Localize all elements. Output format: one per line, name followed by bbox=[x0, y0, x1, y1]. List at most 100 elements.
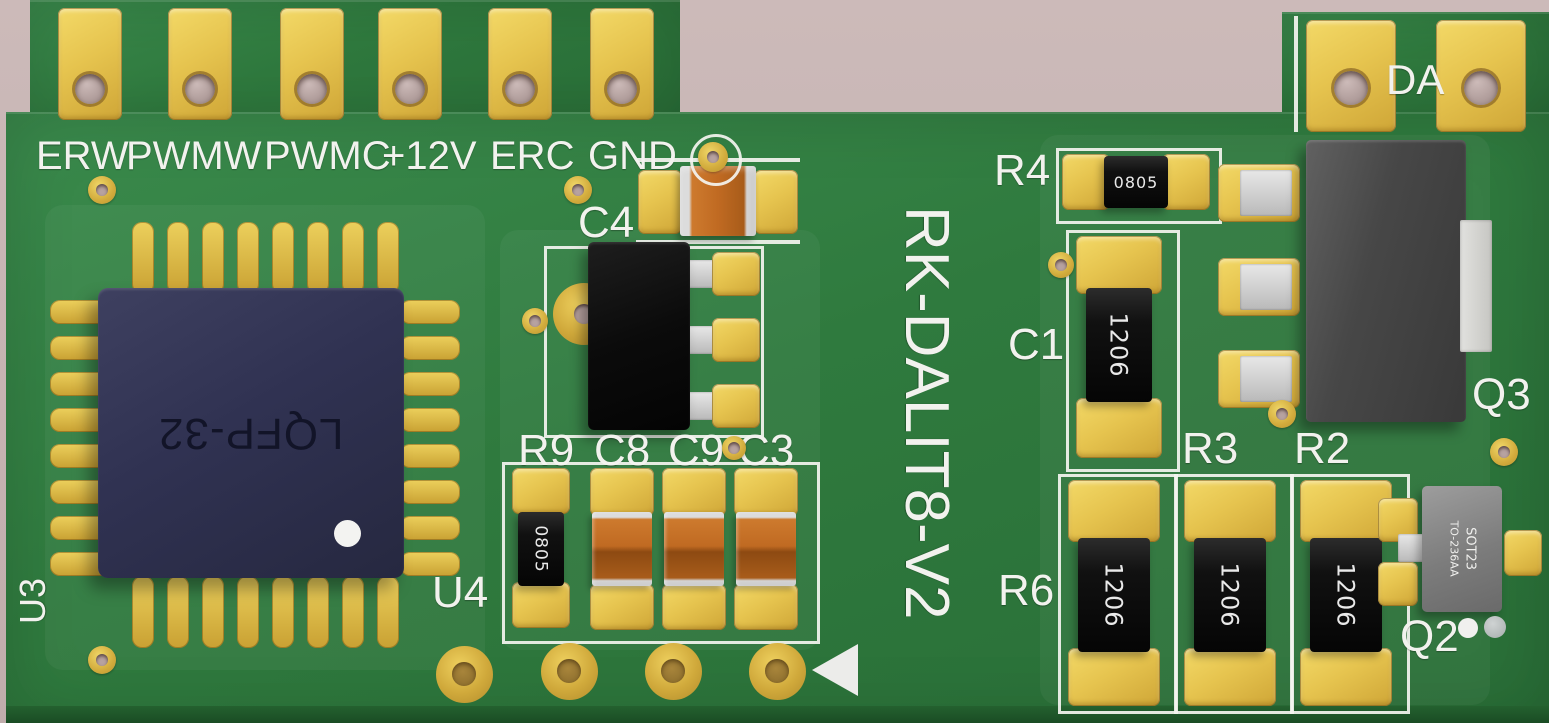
via bbox=[1490, 438, 1518, 466]
q3-body bbox=[1306, 140, 1466, 422]
pad-center bbox=[452, 662, 476, 686]
pad-hole bbox=[75, 74, 105, 104]
connector-pad-erc bbox=[488, 8, 552, 120]
da-pad bbox=[1306, 20, 1396, 132]
u3-pad bbox=[400, 552, 460, 576]
u3-ref-label: U3 bbox=[12, 577, 53, 624]
caps-silk-outline bbox=[502, 462, 820, 644]
q2-body: SOT23 TO-236AA bbox=[1422, 486, 1502, 612]
pad-hole bbox=[1334, 71, 1368, 105]
u4-pad bbox=[712, 384, 760, 428]
q2-pad bbox=[1378, 562, 1418, 606]
u3-pin bbox=[272, 222, 294, 294]
u3-package-label: LQFP-32 bbox=[158, 409, 344, 458]
u3-pin bbox=[202, 222, 224, 294]
via-hole bbox=[96, 184, 108, 196]
u3-pad bbox=[400, 444, 460, 468]
c9-ref-label: C9 bbox=[668, 426, 725, 475]
q2-pad bbox=[1504, 530, 1542, 576]
connector-pad-pwmw bbox=[168, 8, 232, 120]
c9-body bbox=[664, 512, 724, 586]
u3-pin bbox=[202, 576, 224, 648]
r3-pad bbox=[1184, 648, 1276, 706]
u3-pin bbox=[167, 222, 189, 294]
u3-pad bbox=[400, 372, 460, 396]
silk-label-erc: ERC bbox=[490, 134, 575, 178]
via-hole bbox=[572, 184, 584, 196]
r2-pad bbox=[1300, 480, 1392, 542]
via bbox=[722, 436, 746, 460]
u3-pin bbox=[342, 222, 364, 294]
da-silk-line bbox=[1294, 16, 1298, 132]
u3-pin bbox=[132, 576, 154, 648]
r3-body: 1206 bbox=[1194, 538, 1266, 652]
pad-hole bbox=[395, 74, 425, 104]
silk-label-pwmw: PWMW bbox=[126, 134, 262, 178]
pad-center bbox=[765, 659, 789, 683]
c1-ref-label: C1 bbox=[1008, 320, 1065, 369]
r9-pad bbox=[512, 582, 570, 628]
fiducial-pad bbox=[541, 643, 598, 700]
test-dot-white bbox=[1458, 618, 1478, 638]
silk-arrow-marker bbox=[812, 644, 858, 696]
pad-hole bbox=[297, 74, 327, 104]
c3-ref-label: C3 bbox=[738, 426, 795, 475]
r4-pad bbox=[1062, 154, 1110, 210]
fiducial-pad bbox=[749, 643, 806, 700]
pad-hole bbox=[607, 74, 637, 104]
q3-tab bbox=[1460, 220, 1492, 352]
q2-marking-line2: TO-236AA bbox=[1447, 520, 1461, 578]
pad-hole bbox=[1464, 71, 1498, 105]
via bbox=[88, 176, 116, 204]
r2-ref-label: R2 bbox=[1294, 424, 1351, 473]
r6-pad bbox=[1068, 648, 1160, 706]
c1-pad bbox=[1076, 236, 1162, 294]
c3-body bbox=[736, 512, 796, 586]
via bbox=[88, 646, 116, 674]
c9-pad bbox=[662, 584, 726, 630]
r9-body: 0805 bbox=[518, 512, 564, 586]
r2-pad bbox=[1300, 648, 1392, 706]
via-hole bbox=[728, 442, 740, 454]
via-hole bbox=[529, 315, 541, 327]
via-hole bbox=[707, 151, 719, 163]
q3-lead bbox=[1240, 264, 1292, 310]
board-tab-left bbox=[30, 0, 680, 118]
u3-pin bbox=[167, 576, 189, 648]
c8-body bbox=[592, 512, 652, 586]
fiducial-pad bbox=[645, 643, 702, 700]
q3-lead bbox=[1240, 356, 1292, 402]
via-hole bbox=[96, 654, 108, 666]
u3-pin bbox=[377, 222, 399, 294]
u4-pad bbox=[712, 318, 760, 362]
via-hole bbox=[1276, 408, 1288, 420]
via bbox=[522, 308, 548, 334]
r4-pad bbox=[1162, 154, 1210, 210]
u3-pad bbox=[400, 408, 460, 432]
u3-pad bbox=[400, 516, 460, 540]
silk-label-pwmc: PWMC bbox=[264, 134, 391, 178]
r3-pad bbox=[1184, 480, 1276, 542]
u3-pin bbox=[307, 576, 329, 648]
via-hole bbox=[1498, 446, 1510, 458]
r3-marking: 1206 bbox=[1215, 562, 1244, 628]
c8-pad bbox=[590, 584, 654, 630]
r9-pad bbox=[512, 468, 570, 514]
da-pad bbox=[1436, 20, 1526, 132]
u3-pad bbox=[400, 300, 460, 324]
q2-marking-line1: SOT23 bbox=[1462, 527, 1478, 571]
c4-silk-line bbox=[636, 240, 800, 244]
r4-ref-label: R4 bbox=[994, 146, 1051, 195]
via bbox=[564, 176, 592, 204]
u3-pad bbox=[400, 480, 460, 504]
pad-center bbox=[557, 659, 581, 683]
r6-body: 1206 bbox=[1078, 538, 1150, 652]
q3-ref-label: Q3 bbox=[1472, 370, 1531, 419]
u3-pin bbox=[132, 222, 154, 294]
u3-pad bbox=[400, 336, 460, 360]
c8-ref-label: C8 bbox=[594, 426, 651, 475]
test-dot-gray bbox=[1484, 616, 1506, 638]
q2-marking: SOT23 TO-236AA bbox=[1446, 520, 1478, 578]
via bbox=[1268, 400, 1296, 428]
via-silk-ring bbox=[690, 134, 742, 186]
